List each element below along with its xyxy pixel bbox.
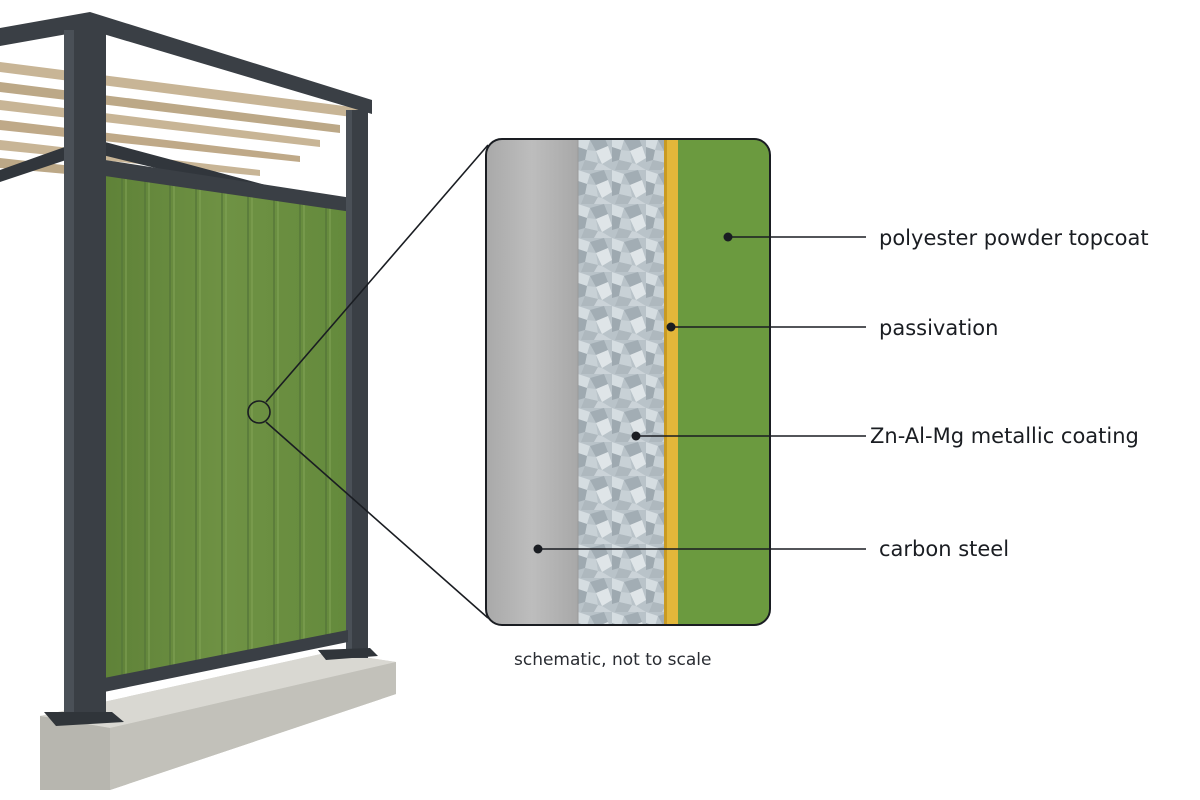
frame-posts bbox=[44, 30, 378, 726]
label-carbon-steel: carbon steel bbox=[879, 537, 1010, 561]
caption-schematic: schematic, not to scale bbox=[514, 650, 712, 670]
layer-metallic-coating bbox=[578, 139, 664, 625]
label-polyester-topcoat: polyester powder topcoat bbox=[879, 226, 1149, 250]
label-passivation: passivation bbox=[879, 316, 999, 340]
corrugated-wall-panel bbox=[105, 160, 352, 690]
cross-section-border bbox=[485, 138, 771, 626]
zoom-connector-lines bbox=[265, 144, 489, 619]
concrete-footing bbox=[40, 652, 396, 790]
label-metallic-coating: Zn-Al-Mg metallic coating bbox=[870, 424, 1139, 448]
layer-carbon-steel bbox=[486, 139, 578, 625]
leader-steel bbox=[533, 544, 866, 554]
leader-passivation bbox=[666, 322, 866, 332]
leader-topcoat bbox=[723, 232, 866, 242]
magnifier-circle-icon bbox=[247, 400, 271, 424]
layer-passivation bbox=[664, 139, 678, 625]
layer-topcoat bbox=[678, 139, 770, 625]
cross-section-cutaway bbox=[486, 139, 770, 625]
leader-metallic bbox=[631, 431, 866, 441]
